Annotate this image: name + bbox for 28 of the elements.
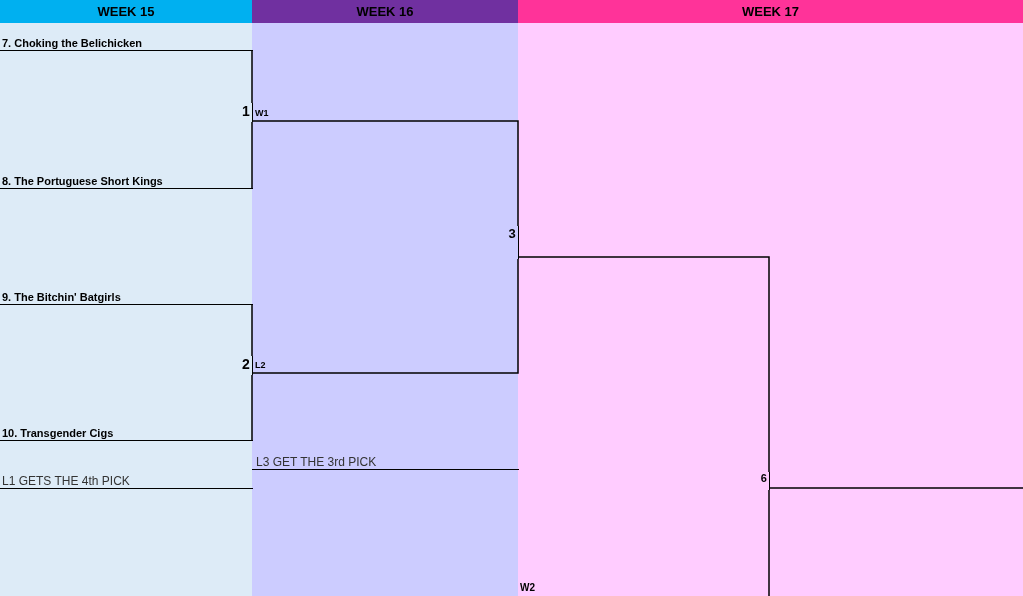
bracket-line (251, 49, 253, 104)
edge-label: L2 (254, 360, 267, 371)
week-column (0, 0, 252, 596)
bracket-line (768, 489, 770, 596)
edge-label: W1 (254, 108, 270, 119)
bracket-line (251, 374, 253, 441)
bracket-line (251, 303, 253, 357)
match-number: 6 (756, 472, 770, 490)
bracket-line (251, 120, 519, 227)
bracket-line (768, 487, 1023, 489)
week-column (252, 0, 518, 596)
note-slot: L1 GETS THE 4th PICK (0, 473, 253, 489)
column-header: WEEK 17 (518, 0, 1023, 23)
bracket-line (517, 256, 770, 473)
match-number: 3 (503, 226, 519, 259)
team-slot: 9. The Bitchin' Batgirls (0, 289, 253, 305)
column-header: WEEK 16 (252, 0, 518, 23)
week-column (518, 0, 1023, 596)
note-slot: L3 GET THE 3rd PICK (252, 454, 519, 470)
column-header: WEEK 15 (0, 0, 252, 23)
match-number: 1 (238, 103, 253, 122)
slot-label: W2 (520, 582, 535, 594)
bracket-line (251, 258, 519, 374)
bracket-line (251, 121, 253, 189)
team-slot: 7. Choking the Belichicken (0, 35, 253, 51)
match-number: 2 (238, 356, 253, 375)
team-slot: 10. Transgender Cigs (0, 425, 253, 441)
team-slot: 8. The Portuguese Short Kings (0, 173, 253, 189)
